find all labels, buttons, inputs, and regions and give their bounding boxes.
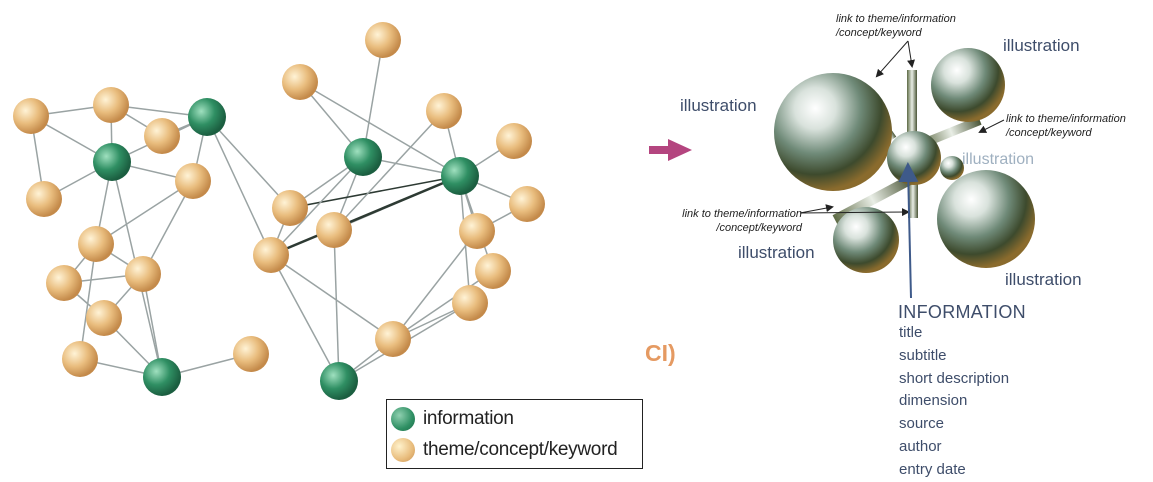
legend-item-information: information [391, 405, 514, 433]
legend-item-theme: theme/concept/keyword [391, 436, 618, 464]
theme-node [452, 285, 488, 321]
theme-node [496, 123, 532, 159]
network-edge [333, 229, 340, 382]
field-source: source [899, 415, 945, 433]
theme-node [459, 213, 495, 249]
network-edge [362, 39, 384, 158]
field-short-description: short description [899, 369, 1010, 387]
network-edge [79, 243, 97, 360]
theme-node [272, 190, 308, 226]
information-molecule [774, 40, 1035, 299]
theme-node [375, 321, 411, 357]
link-annotation-left-line1: link to theme/information [682, 208, 802, 220]
network-edge [206, 116, 272, 256]
information-node [188, 98, 226, 136]
network-edge [333, 110, 445, 231]
theme-node [253, 237, 289, 273]
information-title: INFORMATION [898, 302, 1026, 322]
legend-label-information: information [423, 408, 514, 429]
network-edge-strong [270, 174, 461, 257]
theme-node [78, 226, 114, 262]
information-node-icon [391, 407, 415, 431]
link-annotation-right-line2: /concept/keyword [1006, 127, 1092, 139]
partial-text: CI) [645, 340, 676, 366]
field-entry-date: entry date [899, 460, 966, 478]
link-annotation-left-line2: /concept/keyword [716, 222, 802, 234]
link-annotation-right: link to theme/information /concept/keywo… [1006, 112, 1126, 140]
illustration-label-left: illustration [680, 96, 757, 115]
link-annotation-top-line1: link to theme/information [836, 13, 956, 25]
network-edge [270, 254, 340, 382]
field-author: author [899, 437, 942, 455]
theme-node [46, 265, 82, 301]
illustration-sphere-bottom-left [833, 207, 899, 273]
network-edge [299, 81, 461, 177]
field-subtitle: subtitle [899, 346, 947, 364]
network-nodes [13, 22, 545, 400]
field-dimension: dimension [899, 392, 968, 410]
information-node [93, 143, 131, 181]
transition-arrow-icon [649, 139, 692, 161]
illustration-label-top-right: illustration [1003, 36, 1080, 55]
link-rod-right [920, 116, 982, 148]
theme-node [282, 64, 318, 100]
information-field-list: title subtitle short description dimensi… [899, 322, 1009, 482]
legend-label-theme: theme/concept/keyword [423, 439, 618, 460]
link-annotation-top: link to theme/information /concept/keywo… [836, 12, 956, 40]
network-edge [206, 116, 291, 209]
information-node [441, 157, 479, 195]
network-edge [392, 230, 478, 340]
theme-node [365, 22, 401, 58]
network-edge [392, 270, 494, 340]
illustration-label-center: illustration [962, 151, 1035, 168]
theme-node [316, 212, 352, 248]
theme-node [26, 181, 62, 217]
legend: information theme/concept/keyword [386, 399, 643, 469]
information-node [320, 362, 358, 400]
theme-node [13, 98, 49, 134]
illustration-sphere-left [774, 73, 892, 191]
theme-node [125, 256, 161, 292]
illustration-sphere-top-right [931, 48, 1005, 122]
theme-node [509, 186, 545, 222]
link-rod-top [907, 70, 917, 140]
theme-node [233, 336, 269, 372]
network-edge [95, 180, 194, 245]
theme-node [144, 118, 180, 154]
network-edge [289, 175, 461, 209]
theme-node [175, 163, 211, 199]
information-core-sphere [887, 131, 941, 185]
network-edge [270, 156, 364, 256]
illustration-sphere-small [940, 156, 964, 180]
link-annotation-left: link to theme/information /concept/keywo… [656, 207, 802, 235]
information-node [143, 358, 181, 396]
theme-node [62, 341, 98, 377]
theme-node [86, 300, 122, 336]
theme-node [426, 93, 462, 129]
illustration-label-bottom-left: illustration [738, 243, 815, 262]
illustration-label-bottom-right: illustration [1005, 270, 1082, 289]
theme-node [93, 87, 129, 123]
illustration-sphere-bottom-right [937, 170, 1035, 268]
link-annotation-top-line2: /concept/keyword [836, 27, 922, 39]
network-edge [270, 254, 394, 340]
link-annotation-right-line1: link to theme/information [1006, 113, 1126, 125]
information-node [344, 138, 382, 176]
theme-node-icon [391, 438, 415, 462]
field-title: title [899, 324, 923, 341]
theme-node [475, 253, 511, 289]
